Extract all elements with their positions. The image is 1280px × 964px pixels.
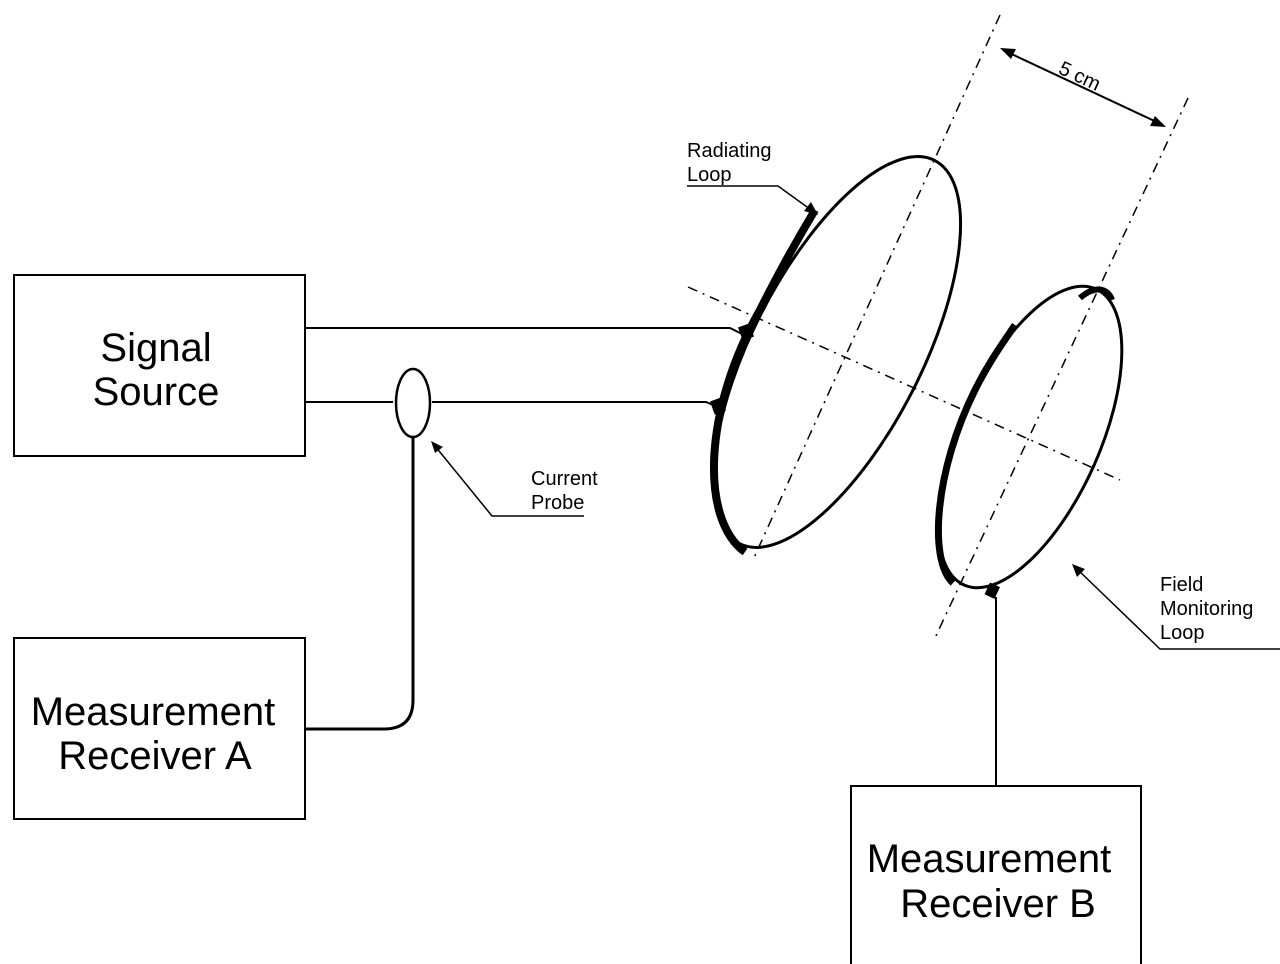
monitoring-loop-label-line2: Monitoring — [1160, 598, 1253, 620]
radiating-loop-label-line1: Radiating — [687, 140, 772, 162]
measurement-receiver-b-block: Measurement Receiver B — [850, 785, 1142, 964]
monitoring-loop-axis — [933, 97, 1189, 641]
spacing-dimension: 5 cm — [1000, 48, 1166, 127]
field-monitoring-loop — [934, 284, 1124, 786]
receiver-a-label-line2: Receiver A — [58, 734, 252, 778]
current-probe-label-line1: Current — [531, 468, 598, 490]
spacing-dimension-label: 5 cm — [1055, 57, 1104, 95]
radiating-loop-callout: Radiating Loop — [687, 140, 818, 215]
measurement-receiver-a-block: Measurement Receiver A — [13, 637, 306, 820]
upper-feed-wire — [305, 327, 743, 335]
axis-lines — [687, 14, 1189, 641]
radiating-loop-axis — [752, 14, 1001, 561]
signal-source-block: Signal Source — [13, 274, 306, 457]
field-monitoring-loop-callout: Field Monitoring Loop — [1072, 564, 1280, 650]
receiver-b-label-line1: Measurement — [867, 837, 1112, 881]
radiating-loop — [709, 155, 963, 556]
lower-feed-wire-continued — [432, 401, 719, 408]
current-probe — [305, 367, 432, 731]
receiver-b-label-line2: Receiver B — [900, 882, 1096, 926]
current-probe-cable — [305, 437, 415, 731]
current-probe-label-line2: Probe — [531, 492, 584, 514]
common-center-axis — [687, 286, 1121, 481]
signal-source-label-line1: Signal — [100, 326, 211, 370]
current-probe-callout: Current Probe — [431, 441, 598, 517]
monitoring-loop-label-line1: Field — [1160, 574, 1203, 596]
source-feed-wires — [305, 327, 743, 408]
signal-source-label-line2: Source — [93, 370, 220, 414]
radiating-loop-label-line2: Loop — [687, 164, 732, 186]
current-probe-ring — [394, 367, 432, 439]
receiver-a-label-line1: Measurement — [31, 690, 276, 734]
monitoring-loop-label-line3: Loop — [1160, 622, 1205, 644]
